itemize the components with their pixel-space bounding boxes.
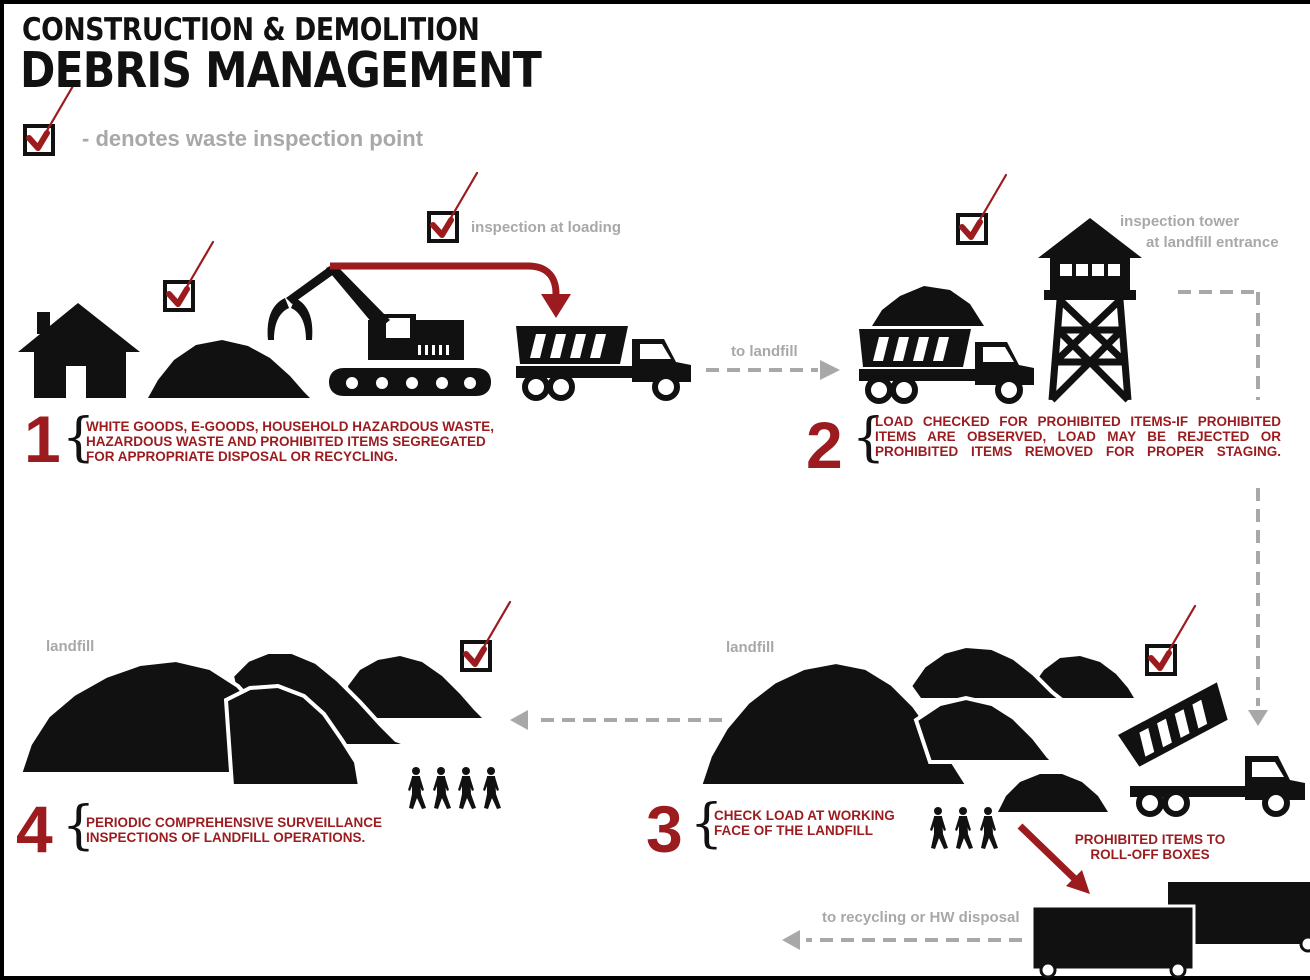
prohibited-items-label: PROHIBITED ITEMS TO ROLL-OFF BOXES xyxy=(1070,832,1230,862)
landfill-label-right: landfill xyxy=(726,639,775,656)
landfill-checkbox-icon xyxy=(1147,606,1195,674)
prohibited-items-line2: ROLL-OFF BOXES xyxy=(1090,847,1210,862)
excavator-icon xyxy=(267,264,491,396)
step-2-description: LOAD CHECKED FOR PROHIBITED ITEMS-IF PRO… xyxy=(875,414,1281,459)
step-2-line: PROHIBITED ITEMS REMOVED FOR PROPER STAG… xyxy=(875,444,1281,459)
roll-off-boxes-icon xyxy=(1030,882,1310,979)
inspectors-group-left xyxy=(408,767,501,809)
prohibited-items-line1: PROHIBITED ITEMS TO xyxy=(1074,832,1226,847)
inspection-loading-label: inspection at loading xyxy=(471,219,622,236)
step-3-number: 3 xyxy=(646,792,683,866)
step-2-line: ITEMS ARE OBSERVED, LOAD MAY BE REJECTED… xyxy=(875,429,1281,444)
inspection-checkbox-icon-landfill xyxy=(462,602,510,670)
landfill-to-landfill-arrow xyxy=(510,710,722,730)
to-recycling-arrow xyxy=(782,930,1022,950)
step-2-number: 2 xyxy=(806,408,843,482)
to-landfill-arrow xyxy=(706,360,840,380)
loaded-truck-icon xyxy=(859,286,1034,401)
step-2-brace: { xyxy=(852,408,886,468)
tipping-truck-icon xyxy=(1118,682,1305,817)
house-icon xyxy=(18,303,140,398)
landfill-label-left: landfill xyxy=(46,638,95,655)
inspection-loading-checkbox-icon xyxy=(429,173,477,241)
legend-text: - denotes waste inspection point xyxy=(82,126,424,151)
step-4-number: 4 xyxy=(16,792,53,866)
inspection-tower-label-1: inspection tower xyxy=(1120,213,1240,230)
step-4-brace: { xyxy=(62,796,96,856)
inspection-tower-label-2: at landfill entrance xyxy=(1146,234,1279,251)
page-title-line1: CONSTRUCTION & DEMOLITION xyxy=(22,12,480,48)
landfill-mounds-right xyxy=(697,643,1134,788)
step-3-description: CHECK LOAD AT WORKING FACE OF THE LANDFI… xyxy=(714,808,895,838)
tower-to-landfill-arrow xyxy=(1178,290,1268,726)
step-3-line: CHECK LOAD AT WORKING xyxy=(714,808,895,823)
page-title-line2: DEBRIS MANAGEMENT xyxy=(20,42,542,99)
loading-arrow xyxy=(330,262,571,318)
debris-pile-small xyxy=(998,774,1108,812)
step-1-line: FOR APPROPRIATE DISPOSAL OR RECYCLING. xyxy=(86,449,398,464)
inspection-tower-icon xyxy=(1038,218,1142,403)
prohibited-items-arrow xyxy=(1017,823,1090,894)
step-3-brace: { xyxy=(690,794,724,854)
step-1-line: HAZARDOUS WASTE AND PROHIBITED ITEMS SEG… xyxy=(86,434,486,449)
landfill-mounds-left xyxy=(17,650,482,788)
debris-pile-icon xyxy=(148,340,310,398)
step-4-line: INSPECTIONS OF LANDFILL OPERATIONS. xyxy=(86,830,366,845)
dump-truck-icon xyxy=(516,326,691,398)
step-4-description: PERIODIC COMPREHENSIVE SURVEILLANCE INSP… xyxy=(86,815,382,845)
step-3-line: FACE OF THE LANDFILL xyxy=(714,823,873,838)
inspection-tower-checkbox-icon xyxy=(958,175,1006,243)
step-1-line: WHITE GOODS, E-GOODS, HOUSEHOLD HAZARDOU… xyxy=(86,419,495,434)
step-1-brace: { xyxy=(62,408,96,468)
step-4-line: PERIODIC COMPREHENSIVE SURVEILLANCE xyxy=(86,815,383,830)
inspectors-group-right xyxy=(930,807,998,849)
step-1-number: 1 xyxy=(24,402,61,476)
to-recycling-label: to recycling or HW disposal xyxy=(822,909,1020,926)
to-landfill-label: to landfill xyxy=(731,343,798,360)
step-2-line: LOAD CHECKED FOR PROHIBITED ITEMS-IF PRO… xyxy=(875,414,1281,429)
inspection-checkbox-icon xyxy=(165,242,213,310)
step-1-description: WHITE GOODS, E-GOODS, HOUSEHOLD HAZARDOU… xyxy=(86,419,494,464)
